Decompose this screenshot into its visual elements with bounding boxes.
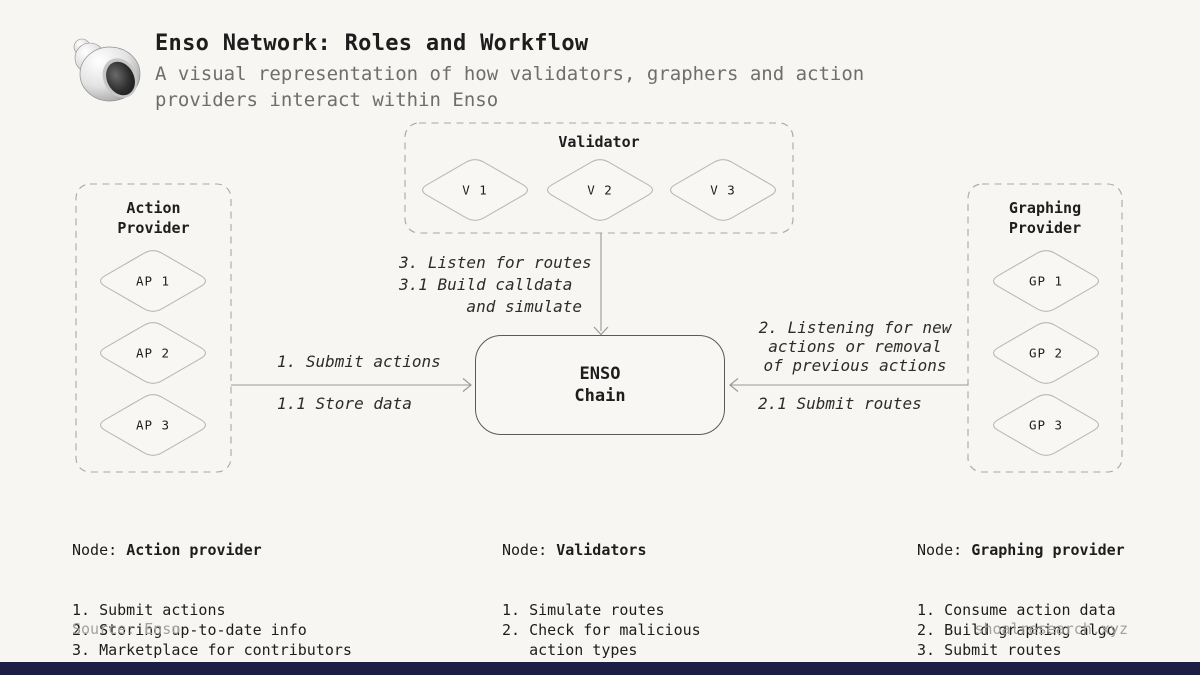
- node-label: GP 3: [1029, 418, 1063, 433]
- node-diamond-gp-1: [993, 250, 1099, 312]
- node-label: GP 2: [1029, 346, 1063, 361]
- node-label: AP 1: [136, 274, 170, 289]
- enso-chain-label-line2: Chain: [574, 386, 626, 406]
- node-label: V 2: [587, 183, 613, 198]
- node-diamond-v-1: [422, 159, 528, 221]
- node-diamond-ap-2: [100, 322, 206, 384]
- node-diamond-v-3: [670, 159, 776, 221]
- node-diamond-ap-3: [100, 394, 206, 456]
- node-label: AP 3: [136, 418, 170, 433]
- note-line: 2. Check for malicious: [502, 621, 701, 639]
- edge-label-submit-actions: 1. Submit actions: [277, 352, 441, 371]
- note-line: 1. Consume action data: [917, 601, 1116, 619]
- edge-action-provider-to-chain-arrowhead: [462, 378, 472, 392]
- note-line: 3. Submit routes: [917, 641, 1062, 659]
- node-diamond-ap-1: [100, 250, 206, 312]
- note-heading: Node: Graphing provider: [917, 541, 1125, 559]
- node-label: V 1: [462, 183, 488, 198]
- note-heading: Node: Validators: [502, 541, 647, 559]
- enso-chain-node: ENSO Chain: [475, 335, 725, 435]
- page-subtitle: A visual representation of how validator…: [155, 61, 864, 113]
- node-label: GP 1: [1029, 274, 1063, 289]
- node-label: AP 2: [136, 346, 170, 361]
- site-url: shoalresearch.xyz: [974, 620, 1128, 638]
- note-line: 2. Build graphing algo: [917, 621, 1116, 639]
- node-diamond-v-2: [547, 159, 653, 221]
- edge-graphing-provider-to-chain-arrowhead: [729, 378, 739, 392]
- note-graphing-provider: Node: Graphing provider 1. Consume actio…: [917, 500, 1125, 675]
- note-line: action types: [502, 641, 638, 659]
- node-diamond-gp-3: [993, 394, 1099, 456]
- note-action-provider: Node: Action provider 1. Submit actions 2…: [72, 500, 370, 675]
- note-line: 3. Marketplace for contributors: [72, 641, 352, 659]
- bottom-brand-bar: [0, 662, 1200, 675]
- note-line: 2. Storing up-to-date info: [72, 621, 307, 639]
- edge-label-submit-routes: 2.1 Submit routes: [758, 394, 922, 413]
- note-line: 1. Submit actions: [72, 601, 226, 619]
- note-validators: Node: Validators 1. Simulate routes 2. Ch…: [502, 500, 701, 675]
- node-diamond-gp-2: [993, 322, 1099, 384]
- subtitle-line-2: providers interact within Enso: [155, 89, 499, 111]
- node-label: V 3: [710, 183, 736, 198]
- note-heading: Node: Action provider: [72, 541, 262, 559]
- enso-chain-label-line1: ENSO: [579, 364, 621, 384]
- validator-group-title: Validator: [558, 133, 640, 151]
- page-title: Enso Network: Roles and Workflow: [155, 31, 589, 56]
- source-attribution: Source: Enso: [72, 620, 181, 638]
- edge-validator-to-chain-arrowhead: [593, 326, 609, 336]
- note-line: 1. Simulate routes: [502, 601, 665, 619]
- subtitle-line-1: A visual representation of how validator…: [155, 63, 865, 85]
- snail-shell-logo-icon: [73, 38, 141, 102]
- edge-label-store-data: 1.1 Store data: [277, 394, 412, 413]
